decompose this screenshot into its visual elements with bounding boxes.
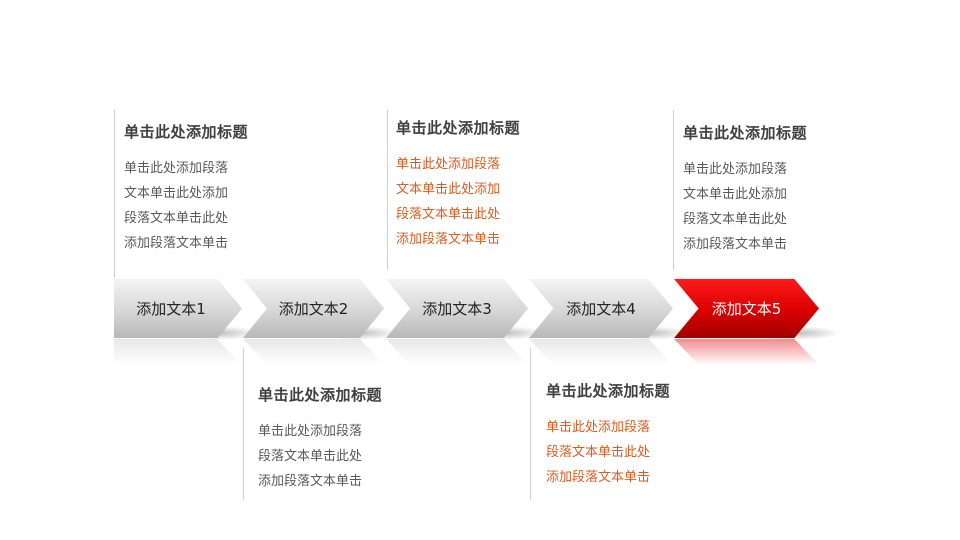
block-line[interactable]: 添加段落文本单击 — [396, 232, 501, 247]
step-4[interactable]: 添加文本4 — [529, 279, 673, 338]
block-line[interactable]: 添加段落文本单击 — [258, 474, 363, 489]
block-line[interactable]: 段落文本单击此处 — [683, 212, 788, 227]
step-label: 添加文本3 — [422, 300, 492, 318]
text-block-5: 单击此处添加标题 单击此处添加段落 文本单击此处添加 段落文本单击此处 添加段落… — [683, 122, 807, 257]
block-title[interactable]: 单击此处添加标题 — [683, 124, 808, 142]
step-2[interactable]: 添加文本2 — [243, 279, 384, 338]
block-line[interactable]: 段落文本单击此处 — [124, 211, 229, 226]
block-line[interactable]: 单击此处添加段落 — [683, 162, 788, 177]
block-line[interactable]: 添加段落文本单击 — [546, 470, 651, 485]
block-line[interactable]: 单击此处添加段落 — [258, 424, 363, 439]
step-5-active[interactable]: 添加文本5 — [674, 279, 819, 338]
block-title[interactable]: 单击此处添加标题 — [546, 382, 671, 400]
divider — [114, 110, 115, 278]
block-line[interactable]: 单击此处添加段落 — [396, 157, 501, 172]
block-line[interactable]: 单击此处添加段落 — [124, 161, 229, 176]
block-line[interactable]: 文本单击此处添加 — [124, 186, 229, 201]
divider — [530, 348, 531, 500]
divider — [673, 110, 674, 270]
divider — [387, 110, 388, 270]
block-line[interactable]: 段落文本单击此处 — [258, 449, 363, 464]
step-label: 添加文本5 — [711, 300, 782, 318]
block-line[interactable]: 文本单击此处添加 — [396, 182, 501, 197]
block-line[interactable]: 段落文本单击此处 — [546, 445, 651, 460]
step-label: 添加文本1 — [136, 300, 206, 318]
step-1[interactable]: 添加文本1 — [114, 279, 242, 338]
text-block-1: 单击此处添加标题 单击此处添加段落 文本单击此处添加 段落文本单击此处 添加段落… — [124, 121, 248, 256]
block-line[interactable]: 段落文本单击此处 — [396, 207, 501, 222]
text-block-3: 单击此处添加标题 单击此处添加段落 文本单击此处添加 段落文本单击此处 添加段落… — [396, 117, 520, 252]
block-line[interactable]: 添加段落文本单击 — [124, 236, 229, 251]
divider — [243, 348, 244, 500]
reflection — [674, 339, 819, 365]
reflection — [243, 339, 384, 365]
step-3[interactable]: 添加文本3 — [386, 279, 528, 338]
text-block-2: 单击此处添加标题 单击此处添加段落 段落文本单击此处 添加段落文本单击 — [258, 384, 382, 494]
block-line[interactable]: 添加段落文本单击 — [683, 237, 788, 252]
block-title[interactable]: 单击此处添加标题 — [396, 119, 521, 137]
block-line[interactable]: 单击此处添加段落 — [546, 420, 651, 435]
step-label: 添加文本2 — [278, 300, 349, 318]
block-line[interactable]: 文本单击此处添加 — [683, 187, 788, 202]
block-title[interactable]: 单击此处添加标题 — [124, 123, 249, 141]
text-block-4: 单击此处添加标题 单击此处添加段落 段落文本单击此处 添加段落文本单击 — [546, 380, 670, 490]
block-title[interactable]: 单击此处添加标题 — [258, 386, 383, 404]
step-label: 添加文本4 — [566, 300, 636, 318]
reflection — [529, 339, 673, 365]
reflection — [386, 339, 528, 365]
reflection — [114, 339, 242, 365]
